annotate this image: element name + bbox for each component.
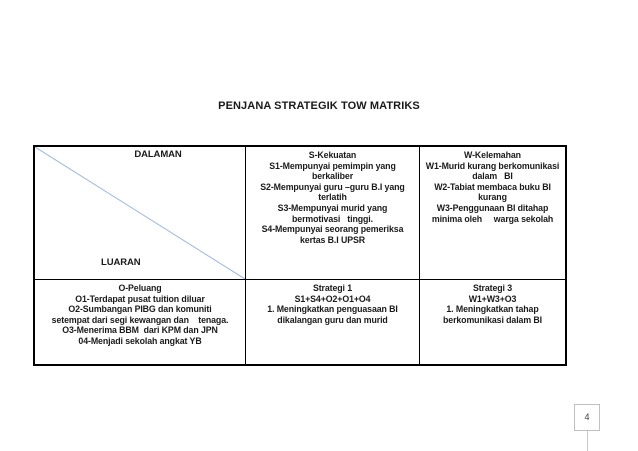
internal-axis-label: DALAMAN [134, 149, 182, 160]
page-number-box: 4 [574, 404, 600, 431]
cell-strengths: S-Kekuatan S1-Mempunyai pemimpin yang be… [246, 147, 420, 280]
cell-corner-dalaman-luaran: DALAMAN LUARAN [35, 147, 246, 280]
cell-strategy-1: Strategi 1 S1+S4+O2+O1+O4 1. Meningkatka… [246, 280, 420, 364]
cell-strategy-3: Strategi 3 W1+W3+O3 1. Meningkatkan taha… [443, 283, 542, 325]
footer-anchor-line [587, 431, 588, 451]
cell-weaknesses: W-Kelemahan W1-Murid kurang berkomunikas… [420, 147, 565, 280]
diagonal-divider-line [35, 147, 245, 279]
page-title: PENJANA STRATEGIK TOW MATRIKS [218, 100, 420, 112]
cell-opportunities: O-Peluang O1-Terdapat pusat tuition dilu… [35, 280, 246, 364]
external-axis-label: LUARAN [101, 257, 141, 269]
tow-matrix-table: DALAMAN LUARAN S-Kekuatan S1-Mempunyai p… [33, 145, 567, 366]
page-number: 4 [584, 412, 590, 422]
